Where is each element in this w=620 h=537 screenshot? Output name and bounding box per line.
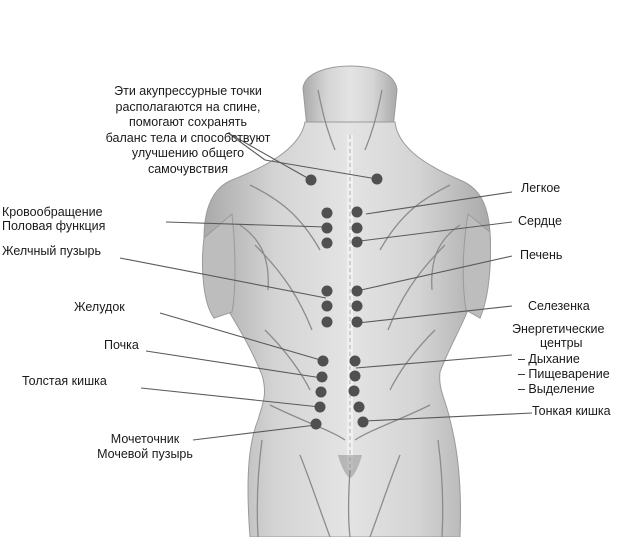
point-right-8 (349, 370, 361, 382)
intro-note-line: помогают сохранять (128, 115, 248, 129)
label-spleen: Селезенка (528, 299, 590, 313)
point-right-9 (348, 385, 360, 397)
label-excretion: – Выделение (518, 382, 595, 396)
label-small-intestine: Тонкая кишка (532, 404, 611, 418)
label-gallbladder: Желчный пузырь (2, 244, 101, 258)
intro-note: Эти акупрессурные точки располагаются на… (88, 84, 288, 177)
left-upper-arm (202, 213, 236, 319)
label-bladder: Мочевой пузырь (97, 447, 193, 461)
label-energy-centers-2: центры (540, 336, 583, 350)
label-lung: Легкое (521, 181, 561, 195)
label-sexual-function: Половая функция (2, 219, 106, 233)
label-circulation: Кровообращение (2, 205, 103, 219)
point-left-3 (321, 237, 333, 249)
point-left-6 (321, 316, 333, 328)
point-left-2 (321, 222, 333, 234)
point-left-11 (310, 418, 322, 430)
point-left-8 (316, 371, 328, 383)
point-left-9 (315, 386, 327, 398)
gluteal-shadow (338, 455, 362, 478)
intro-note-line: баланс тела и способствуют (105, 130, 271, 145)
intro-note-line: улучшению общего (131, 146, 245, 160)
intro-note-line: Эти акупрессурные точки (114, 84, 262, 98)
point-right-1 (351, 206, 363, 218)
point-right-2 (351, 222, 363, 234)
point-upper-left (305, 174, 317, 186)
point-right-3 (351, 236, 363, 248)
point-upper-right (371, 173, 383, 185)
point-right-11 (357, 416, 369, 428)
label-heart: Сердце (518, 214, 562, 228)
label-digestion: – Пищеварение (518, 367, 610, 381)
label-kidney: Почка (104, 338, 139, 352)
label-breathing: – Дыхание (518, 352, 580, 366)
point-right-10 (353, 401, 365, 413)
point-right-4 (351, 285, 363, 297)
intro-note-line: располагаются на спине, (115, 99, 261, 114)
label-stomach: Желудок (74, 300, 125, 314)
right-upper-arm (462, 213, 491, 319)
label-energy-centers: Энергетические (512, 322, 605, 336)
acupressure-points (305, 173, 383, 430)
label-large-intestine: Толстая кишка (22, 374, 107, 388)
point-left-7 (317, 355, 329, 367)
point-right-6 (351, 316, 363, 328)
label-liver: Печень (520, 248, 563, 262)
intro-note-line: самочувствия (147, 161, 229, 176)
point-left-1 (321, 207, 333, 219)
point-left-5 (321, 300, 333, 312)
leader-lines (119, 132, 533, 441)
point-right-7 (349, 355, 361, 367)
point-left-4 (321, 285, 333, 297)
point-right-5 (351, 300, 363, 312)
label-ureter: Мочеточник (110, 432, 180, 446)
point-left-10 (314, 401, 326, 413)
